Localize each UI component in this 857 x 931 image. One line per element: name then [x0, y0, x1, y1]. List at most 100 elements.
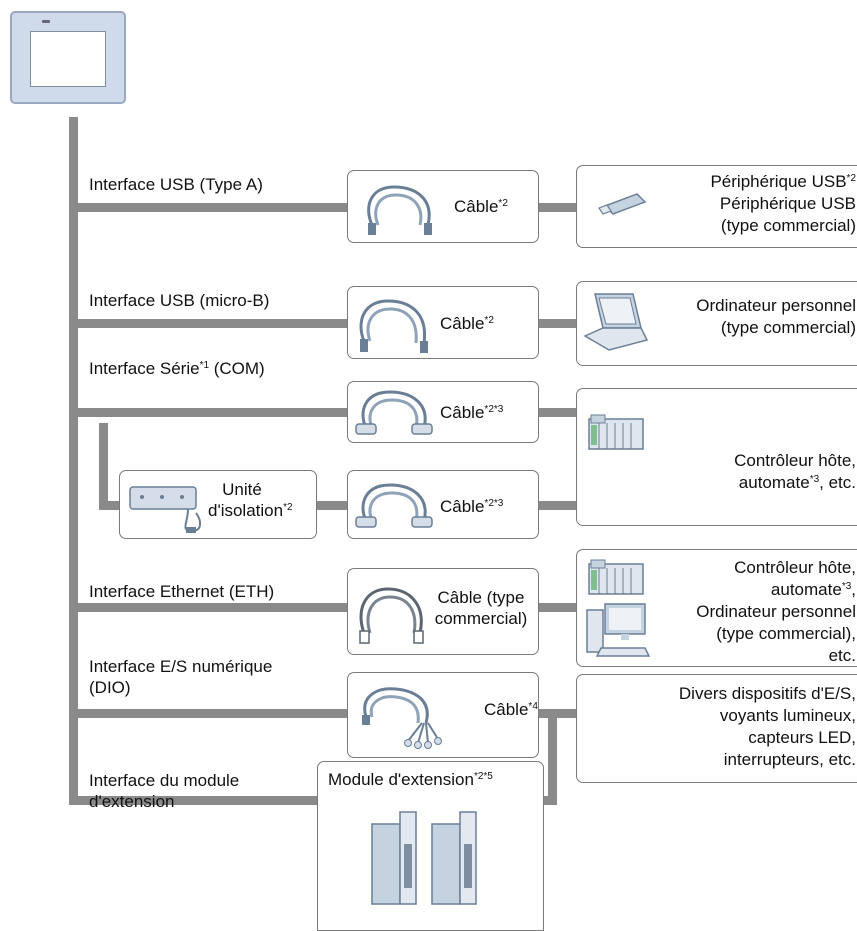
cable-usb-micro-box: Câble*2 [347, 286, 539, 359]
device-usb-label-line3: (type commercial) [720, 216, 856, 235]
device-usb-box: Périphérique USB*2 Périphérique USB (typ… [576, 165, 857, 248]
cable-usb-a-label: Câble*2 [454, 196, 508, 217]
device-io-label-line4: interrupteurs, etc. [723, 750, 856, 769]
main-trunk-line [69, 117, 78, 805]
device-ethernet-label-line3: Ordinateur personnel [696, 602, 856, 621]
interface-expansion-label-line2: d'extension [89, 792, 175, 811]
device-pc-label-line1: Ordinateur personnel [696, 296, 856, 315]
cable-serial-text: Câble [440, 403, 485, 422]
device-usb-label-line1: Périphérique USB*2 [710, 171, 856, 192]
interface-expansion-label-line1: Interface du module [89, 771, 240, 790]
hmi-device-icon [10, 11, 126, 104]
cable-isolation-label: Câble*2*3 [440, 496, 503, 517]
usb-stick-icon [598, 193, 647, 215]
device-io-label-line1: Divers dispositifs d'E/S, [678, 684, 856, 703]
row-serial-line [69, 408, 349, 417]
cable-isolation-box: Câble*2*3 [347, 470, 539, 539]
interface-serial-text: Interface Série [89, 359, 200, 378]
interface-dio-label-line1: Interface E/S numérique [89, 657, 273, 676]
device-usb-line1-text: Périphérique USB [710, 172, 847, 191]
cable-dio-box: Câble*4 [347, 672, 539, 758]
expansion-module-box: Module d'extension*2*5 [317, 761, 544, 931]
cable-dio-label: Câble*4 [484, 699, 538, 720]
isolation-unit-note: *2 [283, 502, 293, 513]
isolation-unit-label-line2: d'isolation*2 [208, 500, 293, 521]
interface-ethernet-label: Interface Ethernet (ETH) [89, 582, 275, 601]
device-host-box: Contrôleur hôte, automate*3, etc. [576, 388, 857, 526]
cable-isolation-note: *2*3 [484, 498, 504, 509]
interface-serial-note: *1 [199, 360, 210, 371]
device-ethernet-box: Contrôleur hôte, automate*3, Ordinateur … [576, 549, 857, 667]
cable-usb-a-box: Câble*2 [347, 170, 539, 243]
interface-usb-micro-label: Interface USB (micro-B) [89, 291, 270, 310]
expansion-module-text: Module d'extension [328, 770, 474, 789]
isolation-unit-box: Unité d'isolation*2 [119, 470, 317, 539]
device-indicator [42, 20, 50, 23]
row-ethernet-link [537, 603, 578, 612]
device-ethernet-line2-suffix: , [851, 580, 856, 599]
serial-branch-vertical [99, 423, 108, 510]
row-usb-a-link [537, 203, 578, 212]
device-usb-line1-note: *2 [846, 173, 856, 184]
device-host-line2-note: *3 [809, 474, 820, 485]
plc-icon [588, 559, 644, 595]
cable-isolation-text: Câble [440, 497, 485, 516]
row-usb-micro-link [537, 319, 578, 328]
cable-usb-micro-label: Câble*2 [440, 313, 494, 334]
device-host-label-line2: automate*3, etc. [739, 472, 856, 493]
expansion-module-icon [371, 811, 477, 905]
device-ethernet-label-line1: Contrôleur hôte, [734, 558, 856, 577]
row-ethernet-line [69, 603, 349, 612]
row-isolation-link-right [537, 501, 578, 510]
row-serial-link [537, 408, 578, 417]
cable-icon [359, 299, 428, 353]
device-pc-box: Ordinateur personnel (type commercial) [576, 281, 857, 366]
cable-usb-a-note: *2 [498, 198, 508, 209]
row-dio-link [537, 709, 578, 718]
cable-icon [355, 483, 433, 528]
device-host-label-line1: Contrôleur hôte, [734, 451, 856, 470]
interface-serial-suffix: (COM) [209, 359, 265, 378]
cable-usb-micro-text: Câble [440, 314, 485, 333]
device-screen [30, 31, 106, 87]
device-ethernet-label-line4: (type commercial), [716, 624, 856, 643]
row-usb-a-line [69, 203, 349, 212]
isolation-unit-text: d'isolation [208, 501, 284, 520]
cable-dio-note: *4 [528, 701, 538, 712]
device-io-box: Divers dispositifs d'E/S, voyants lumine… [576, 674, 857, 783]
cable-usb-a-text: Câble [454, 197, 499, 216]
expansion-module-note: *2*5 [473, 771, 493, 782]
isolation-unit-label-line1: Unité [222, 480, 262, 499]
ethernet-cable-icon [359, 587, 424, 644]
cable-ethernet-label-line2: commercial) [434, 609, 528, 628]
plc-icon [588, 414, 644, 450]
laptop-icon [583, 293, 649, 351]
device-io-label-line3: capteurs LED, [748, 728, 856, 747]
interface-usb-a-label: Interface USB (Type A) [89, 175, 263, 194]
device-pc-label-line2: (type commercial) [720, 318, 856, 337]
device-usb-label-line2: Périphérique USB [719, 194, 856, 213]
row-isolation-link [316, 501, 349, 510]
expansion-module-label: Module d'extension*2*5 [328, 769, 493, 790]
cable-ethernet-box: Câble (type commercial) [347, 568, 539, 655]
cable-serial-box: Câble*2*3 [347, 381, 539, 443]
desktop-pc-icon [586, 603, 651, 657]
row-expansion-line [69, 796, 349, 805]
dio-expansion-vertical [548, 709, 557, 805]
cable-serial-label: Câble*2*3 [440, 402, 503, 423]
device-host-line2-suffix: , etc. [819, 473, 856, 492]
isolation-unit-icon [129, 486, 202, 533]
serial-branch-horizontal [99, 501, 121, 510]
cable-icon [355, 390, 433, 435]
row-usb-micro-line [69, 319, 349, 328]
device-ethernet-label-line2: automate*3, [771, 579, 856, 600]
device-ethernet-line2-text: automate [770, 580, 842, 599]
cable-usb-micro-note: *2 [484, 315, 494, 326]
device-ethernet-line2-note: *3 [841, 581, 852, 592]
interface-dio-label-line2: (DIO) [89, 678, 131, 697]
cable-ethernet-label-line1: Câble (type [437, 588, 525, 607]
device-io-label-line2: voyants lumineux, [719, 706, 856, 725]
cable-dio-text: Câble [484, 700, 529, 719]
row-expansion-link [537, 796, 557, 805]
dio-cable-icon [362, 687, 442, 749]
